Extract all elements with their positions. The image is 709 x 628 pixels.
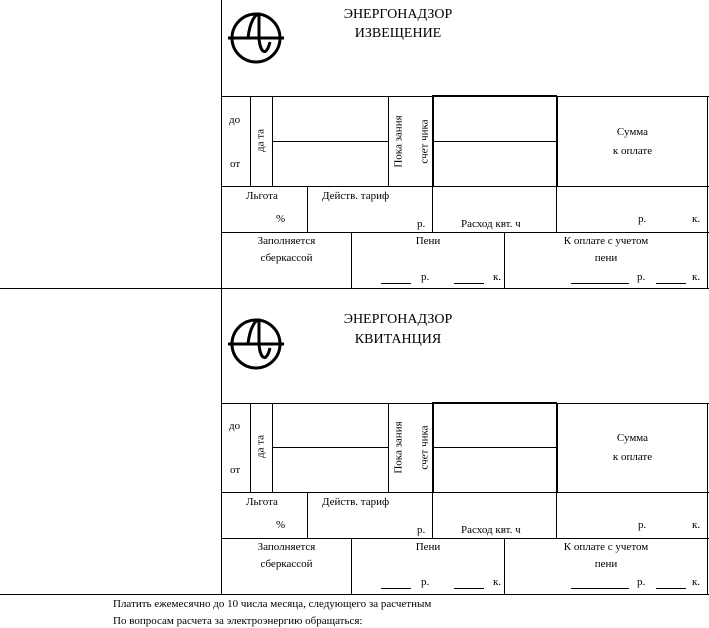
filled-label-2: сберкассой (260, 558, 313, 570)
notice-org: ЭНЕРГОНАДЗОР (343, 7, 453, 22)
benefit-label: Льгота (246, 190, 278, 202)
tariff-rub: р. (417, 524, 426, 536)
field-do: до (229, 420, 241, 432)
field-meter-b: счет чика (418, 425, 431, 470)
penalty-kop-blank[interactable] (454, 588, 484, 589)
bottom-line (0, 594, 709, 595)
filled-label-2: сберкассой (260, 252, 313, 264)
benefit-label: Льгота (246, 496, 278, 508)
penalty-rub-blank[interactable] (381, 283, 411, 284)
total-kop: к. (692, 271, 701, 283)
sum-label-1: Сумма (616, 126, 649, 138)
notice-title: ИЗВЕЩЕНИЕ (354, 26, 442, 41)
tariff-label: Действ. тариф (322, 496, 390, 508)
field-meter-a: Пока зания (392, 115, 405, 168)
receipt-title: КВИТАНЦИЯ (354, 332, 442, 347)
footer-payment-note: Платить ежемесячно до 10 числа месяца, с… (113, 598, 432, 610)
total-kop: к. (692, 576, 701, 588)
total-label-1: К оплате с учетом (563, 541, 649, 553)
sum-kop: к. (692, 213, 701, 225)
field-meter-b: счет чика (418, 119, 431, 164)
penalty-rub: р. (421, 271, 430, 283)
total-rub: р. (637, 271, 646, 283)
sum-label-2: к оплате (612, 451, 653, 463)
total-kop-blank[interactable] (656, 283, 686, 284)
total-rub-blank[interactable] (571, 588, 629, 589)
field-ot: от (230, 464, 241, 476)
penalty-label: Пени (415, 235, 441, 247)
penalty-rub: р. (421, 576, 430, 588)
filled-label-1: Заполняется (257, 235, 316, 247)
tariff-rub: р. (417, 218, 426, 230)
field-date: да та (254, 434, 267, 459)
energonadzor-logo-icon (228, 318, 284, 370)
penalty-rub-blank[interactable] (381, 588, 411, 589)
penalty-kop: к. (493, 576, 502, 588)
field-date: да та (254, 128, 267, 153)
footer-contact-note: По вопросам расчета за электроэнергию об… (113, 615, 363, 627)
total-label-2: пени (594, 252, 618, 264)
sum-rub: р. (638, 213, 647, 225)
consumption-label: Расход квт. ч (461, 524, 521, 536)
sum-kop: к. (692, 519, 701, 531)
field-ot: от (230, 158, 241, 170)
section-divider (0, 288, 709, 289)
filled-label-1: Заполняется (257, 541, 316, 553)
total-label-1: К оплате с учетом (563, 235, 649, 247)
total-label-2: пени (594, 558, 618, 570)
field-meter-a: Пока зания (392, 421, 405, 474)
energonadzor-logo-icon (228, 12, 284, 64)
penalty-label: Пени (415, 541, 441, 553)
total-rub-blank[interactable] (571, 283, 629, 284)
sum-label-2: к оплате (612, 145, 653, 157)
tariff-label: Действ. тариф (322, 190, 390, 202)
consumption-label: Расход квт. ч (461, 218, 521, 230)
benefit-percent: % (276, 519, 286, 531)
penalty-kop: к. (493, 271, 502, 283)
receipt-org: ЭНЕРГОНАДЗОР (343, 312, 453, 327)
penalty-kop-blank[interactable] (454, 283, 484, 284)
benefit-percent: % (276, 213, 286, 225)
sum-label-1: Сумма (616, 432, 649, 444)
spine-line (221, 0, 222, 594)
total-rub: р. (637, 576, 646, 588)
field-do: до (229, 114, 241, 126)
total-kop-blank[interactable] (656, 588, 686, 589)
sum-rub: р. (638, 519, 647, 531)
